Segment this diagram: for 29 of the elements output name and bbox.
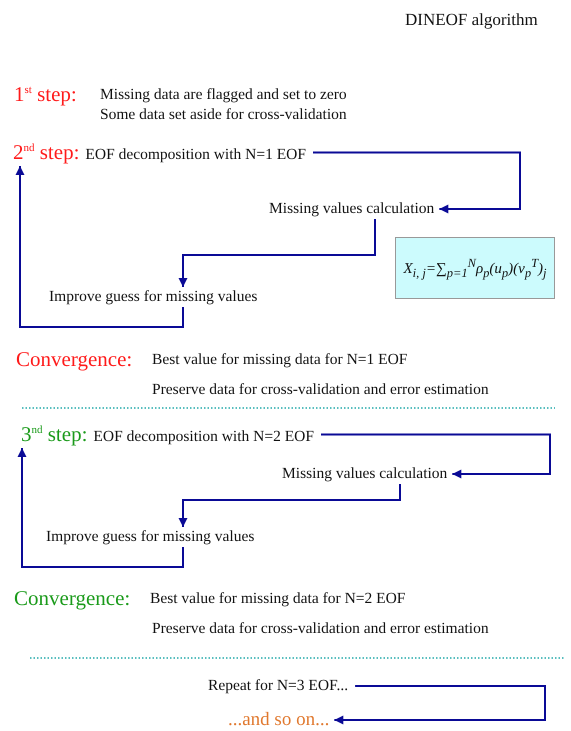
step-heading: 2$^{nd}$ step: [13, 140, 80, 165]
step-text: Preserve data for cross-validation and error estimation [152, 381, 489, 399]
arrow [16, 166, 184, 328]
step-heading: Convergence: [16, 347, 132, 372]
arrow [18, 448, 184, 568]
step-text: Best value for missing data for N=1 EOF [152, 351, 408, 369]
step-text: Improve guess for missing values [46, 528, 254, 546]
step-text: EOF decomposition with N=1 EOF [85, 146, 306, 164]
step-text: Improve guess for missing values [49, 288, 258, 306]
arrow [321, 434, 551, 478]
step-text: Repeat for N=3 EOF... [208, 677, 348, 695]
title: DINEOF algorithm [405, 10, 538, 30]
step-text: Missing values calculation [269, 200, 434, 218]
arrow [313, 152, 521, 214]
arrow [178, 484, 401, 527]
step-heading: Convergence: [14, 586, 130, 611]
arrow [178, 219, 376, 287]
step-text: Preserve data for cross-validation and error estimation [152, 620, 489, 638]
step-heading: 1$^{st}$ step: [14, 82, 77, 107]
arrow [334, 685, 546, 724]
formula-text: X$_{i, j}$=∑$_{p=1}$$^{N}$ρ$_{p}$(u$_{p}$)(v$_{p}$$^{T}$)$_{j}$ [403, 256, 547, 280]
step-text: Missing values calculation [282, 465, 448, 483]
step-text: Some data set aside for cross-validation [100, 106, 347, 124]
step-text: Missing data are flagged and set to zero [100, 86, 347, 104]
step-text: EOF decomposition with N=2 EOF [93, 428, 314, 446]
step-text: ...and so on... [228, 709, 330, 731]
step-text: Best value for missing data for N=2 EOF [150, 590, 406, 608]
formula-box [395, 237, 555, 299]
step-heading: 3$^{nd}$ step: [21, 422, 88, 447]
